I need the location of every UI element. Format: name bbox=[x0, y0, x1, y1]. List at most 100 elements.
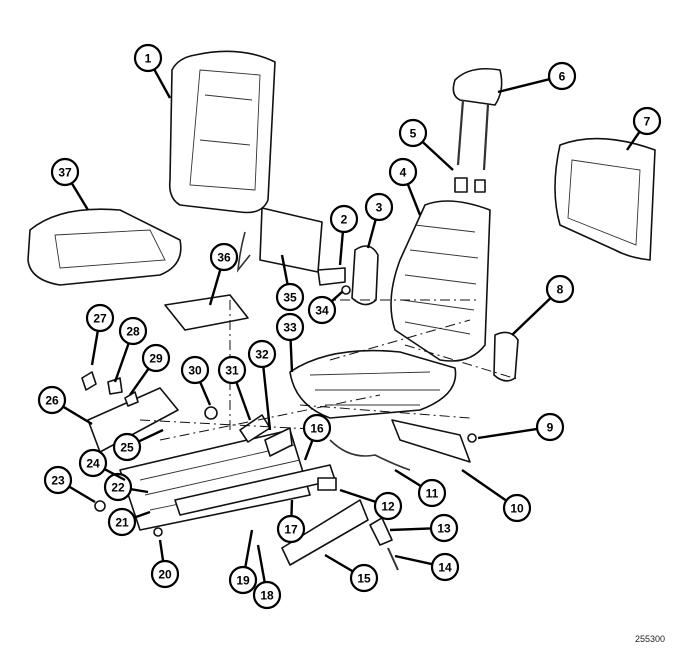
recliner-handle bbox=[317, 267, 351, 295]
callout-13: 13 bbox=[389, 513, 459, 543]
callout-circle bbox=[217, 355, 247, 385]
callout-25: 25 bbox=[112, 428, 164, 462]
callout-circle bbox=[85, 303, 115, 333]
trim-shield-outboard bbox=[391, 419, 471, 463]
callout-12: 12 bbox=[339, 488, 403, 521]
callout-label: 4 bbox=[400, 166, 407, 180]
callout-29: 29 bbox=[129, 343, 171, 396]
callout-circle bbox=[329, 204, 359, 234]
callout-35: 35 bbox=[275, 254, 305, 312]
callout-leader bbox=[511, 297, 552, 336]
callout-10: 10 bbox=[461, 469, 532, 523]
callout-label: 1 bbox=[145, 52, 152, 66]
callout-28: 28 bbox=[113, 316, 148, 383]
figure-id: 255300 bbox=[634, 634, 665, 644]
callout-circle bbox=[78, 448, 108, 478]
callout-19: 19 bbox=[228, 529, 258, 595]
callout-3: 3 bbox=[364, 192, 394, 249]
callout-leader bbox=[626, 131, 641, 151]
callout-label: 5 bbox=[410, 127, 417, 141]
callout-leader bbox=[330, 291, 343, 303]
callout-leader bbox=[497, 77, 550, 94]
callout-circle bbox=[112, 432, 142, 462]
callout-leader bbox=[421, 140, 454, 171]
callout-leader bbox=[138, 428, 164, 443]
callout-leader bbox=[208, 269, 222, 306]
callout-label: 14 bbox=[438, 561, 452, 575]
callout-circle bbox=[209, 242, 239, 272]
callout-27: 27 bbox=[85, 303, 115, 366]
callout-circle bbox=[429, 513, 459, 543]
callout-2: 2 bbox=[329, 204, 359, 266]
callout-label: 30 bbox=[188, 364, 202, 378]
callout-circle bbox=[252, 580, 282, 610]
callout-label: 32 bbox=[255, 348, 269, 362]
callout-circle bbox=[275, 282, 305, 312]
callout-label: 10 bbox=[510, 502, 524, 516]
callout-14: 14 bbox=[394, 552, 460, 582]
callout-17: 17 bbox=[276, 499, 306, 544]
callout-label: 27 bbox=[93, 312, 107, 326]
callout-label: 31 bbox=[225, 364, 239, 378]
callout-label: 19 bbox=[236, 574, 250, 588]
callout-leader bbox=[129, 367, 150, 396]
callout-leader bbox=[262, 366, 272, 431]
callout-label: 21 bbox=[115, 516, 129, 530]
callout-18: 18 bbox=[252, 544, 282, 610]
callout-label: 35 bbox=[283, 291, 297, 305]
callout-circle bbox=[364, 192, 394, 222]
callout-label: 28 bbox=[126, 325, 140, 339]
seat-track-assembly bbox=[119, 429, 336, 531]
callout-leader bbox=[235, 381, 252, 421]
callout-4: 4 bbox=[388, 157, 422, 216]
seat-back-frame bbox=[390, 177, 491, 362]
callout-leader bbox=[158, 539, 165, 562]
callout-leader bbox=[113, 342, 130, 383]
callout-circle bbox=[247, 339, 277, 369]
callout-leader bbox=[324, 553, 354, 573]
callout-30: 30 bbox=[180, 355, 212, 406]
seat-back-panel bbox=[554, 137, 656, 261]
callout-leader bbox=[461, 469, 507, 502]
callout-36: 36 bbox=[208, 242, 239, 306]
callout-16: 16 bbox=[302, 413, 332, 461]
callout-label: 2 bbox=[341, 213, 348, 227]
callout-leader bbox=[338, 231, 345, 266]
callout-6: 6 bbox=[497, 61, 577, 94]
callout-circle bbox=[545, 274, 575, 304]
callout-label: 23 bbox=[51, 474, 65, 488]
callout-circle bbox=[43, 465, 73, 495]
callout-1: 1 bbox=[133, 43, 172, 99]
callout-21: 21 bbox=[107, 507, 151, 537]
callout-label: 33 bbox=[283, 321, 297, 335]
callout-label: 37 bbox=[58, 166, 72, 180]
headrest bbox=[452, 67, 503, 171]
callout-label: 25 bbox=[120, 441, 134, 455]
callout-label: 12 bbox=[381, 500, 395, 514]
callout-leader bbox=[389, 527, 432, 532]
callout-leader bbox=[153, 68, 172, 99]
callout-circle bbox=[398, 118, 428, 148]
callout-circle bbox=[417, 478, 447, 508]
callout-circle bbox=[118, 316, 148, 346]
callout-label: 8 bbox=[557, 283, 564, 297]
callout-leader bbox=[68, 485, 96, 504]
callout-circle bbox=[141, 343, 171, 373]
callout-5: 5 bbox=[398, 118, 454, 171]
callout-label: 26 bbox=[45, 394, 59, 408]
callout-leader bbox=[477, 427, 538, 440]
callout-label: 13 bbox=[437, 522, 451, 536]
callout-label: 7 bbox=[644, 115, 651, 129]
callout-leader bbox=[303, 439, 314, 461]
callout-circle bbox=[307, 295, 337, 325]
callout-circle bbox=[275, 312, 305, 342]
callout-label: 24 bbox=[86, 457, 100, 471]
callout-leader bbox=[394, 468, 422, 488]
callout-leader bbox=[394, 554, 433, 566]
callout-circle bbox=[373, 491, 403, 521]
callout-11: 11 bbox=[394, 468, 447, 508]
callout-circle bbox=[37, 385, 67, 415]
seat-cushion-frame bbox=[289, 349, 457, 419]
callout-label: 15 bbox=[357, 572, 371, 586]
